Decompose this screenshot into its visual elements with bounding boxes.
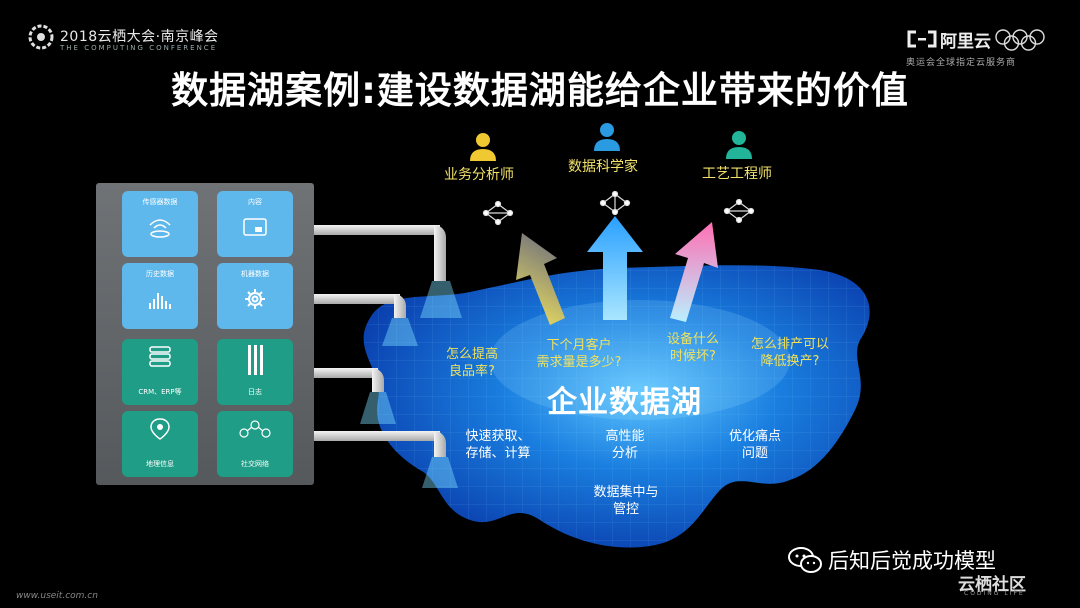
- tile-social-network: 社交网络: [217, 411, 293, 477]
- sensor-icon: [149, 219, 171, 238]
- log-icon: [248, 345, 263, 375]
- tile-content: 内容: [217, 191, 293, 257]
- lake-capability: 高性能 分析: [585, 428, 665, 462]
- tile-history-data: 历史数据: [122, 263, 198, 329]
- tile-label: CRM、ERP等: [138, 388, 182, 396]
- arrow-to-analyst: [516, 233, 565, 325]
- pipe: [290, 368, 378, 378]
- network-icon: [723, 198, 755, 224]
- tile-logs: 日志: [217, 339, 293, 405]
- community-name: 云栖社区: [958, 575, 1026, 595]
- pipe: [290, 294, 400, 304]
- wechat-icon: [788, 547, 822, 573]
- question-line: 怎么排产可以: [750, 337, 829, 352]
- capability-line: 管控: [612, 502, 639, 517]
- community-subtitle: CODING LIFE: [964, 590, 1025, 597]
- capability-line: 数据集中与: [593, 485, 659, 500]
- question-line: 降低换产?: [760, 354, 820, 369]
- conference-title: 2018云栖大会·南京峰会: [60, 29, 219, 45]
- capability-line: 优化痛点: [728, 429, 781, 444]
- brand-slogan: 奥运会全球指定云服务商: [906, 58, 1017, 68]
- capability-line: 分析: [611, 446, 638, 461]
- conference-subtitle: THE COMPUTING CONFERENCE: [60, 44, 218, 52]
- conference-logo: [28, 24, 54, 50]
- person-icon: [470, 133, 496, 161]
- gear-icon: [245, 289, 265, 309]
- data-sources-panel: 传感器数据 内容 历史数据 机器数据 CRM、ERP等 日志: [96, 183, 314, 485]
- lake-capability: 优化痛点 问题: [715, 428, 795, 462]
- capability-line: 存储、计算: [465, 446, 531, 461]
- footer-url: www.useit.com.cn: [16, 591, 98, 601]
- pipe: [290, 225, 440, 235]
- pipe: [434, 431, 446, 457]
- question-line: 时候坏?: [670, 349, 716, 364]
- olympic-rings-icon: [995, 29, 1045, 51]
- pipe: [434, 225, 446, 281]
- question-line: 需求量是多少?: [536, 355, 622, 370]
- lake-capability: 快速获取、 存储、计算: [450, 428, 546, 462]
- arrow-to-scientist: [587, 216, 643, 320]
- tile-label: 日志: [248, 388, 262, 396]
- capability-line: 问题: [741, 446, 768, 461]
- tile-geo-info: 地理信息: [122, 411, 198, 477]
- social-icon: [239, 420, 271, 438]
- pipe: [290, 431, 440, 441]
- question-line: 怎么提高: [445, 347, 498, 362]
- lake-capability: 数据集中与 管控: [576, 484, 676, 518]
- lake-title: 企业数据湖: [547, 385, 702, 420]
- tile-label: 内容: [248, 198, 262, 206]
- tile-label: 社交网络: [241, 460, 269, 468]
- lake-question: 怎么排产可以 降低换产?: [735, 336, 845, 370]
- tile-label: 历史数据: [146, 270, 174, 278]
- pipe: [372, 368, 384, 392]
- lake-question: 下个月客户 需求量是多少?: [524, 337, 634, 371]
- tile-label: 地理信息: [146, 460, 174, 468]
- pipe: [394, 294, 406, 318]
- person-icon: [726, 131, 752, 159]
- role-label-analyst: 业务分析师: [444, 167, 514, 183]
- tile-crm-erp: CRM、ERP等: [122, 339, 198, 405]
- question-line: 下个月客户: [546, 338, 612, 353]
- question-line: 良品率?: [449, 364, 495, 379]
- lake-question: 设备什么 时候坏?: [654, 331, 732, 365]
- bar-chart-icon: [149, 293, 171, 309]
- tile-label: 传感器数据: [142, 198, 178, 206]
- tile-label: 机器数据: [241, 270, 269, 278]
- database-icon: [149, 346, 171, 367]
- role-label-engineer: 工艺工程师: [702, 166, 772, 182]
- map-pin-icon: [150, 418, 170, 440]
- slide-title: 数据湖案例:建设数据湖能给企业带来的价值: [171, 69, 909, 112]
- tile-sensor-data: 传感器数据: [122, 191, 198, 257]
- person-icon: [594, 123, 620, 151]
- aliyun-logo-icon: [907, 30, 937, 48]
- lake-question: 怎么提高 良品率?: [432, 346, 512, 380]
- capability-line: 快速获取、: [465, 429, 531, 444]
- tile-machine-data: 机器数据: [217, 263, 293, 329]
- role-label-scientist: 数据科学家: [568, 159, 638, 175]
- wechat-account-name: 后知后觉成功模型: [828, 549, 996, 573]
- network-icon: [599, 190, 631, 216]
- question-line: 设备什么: [666, 332, 719, 347]
- arrow-to-engineer: [670, 222, 718, 322]
- content-icon: [243, 218, 267, 236]
- network-icon: [482, 200, 514, 226]
- capability-line: 高性能: [605, 429, 645, 444]
- brand-name: 阿里云: [940, 32, 991, 52]
